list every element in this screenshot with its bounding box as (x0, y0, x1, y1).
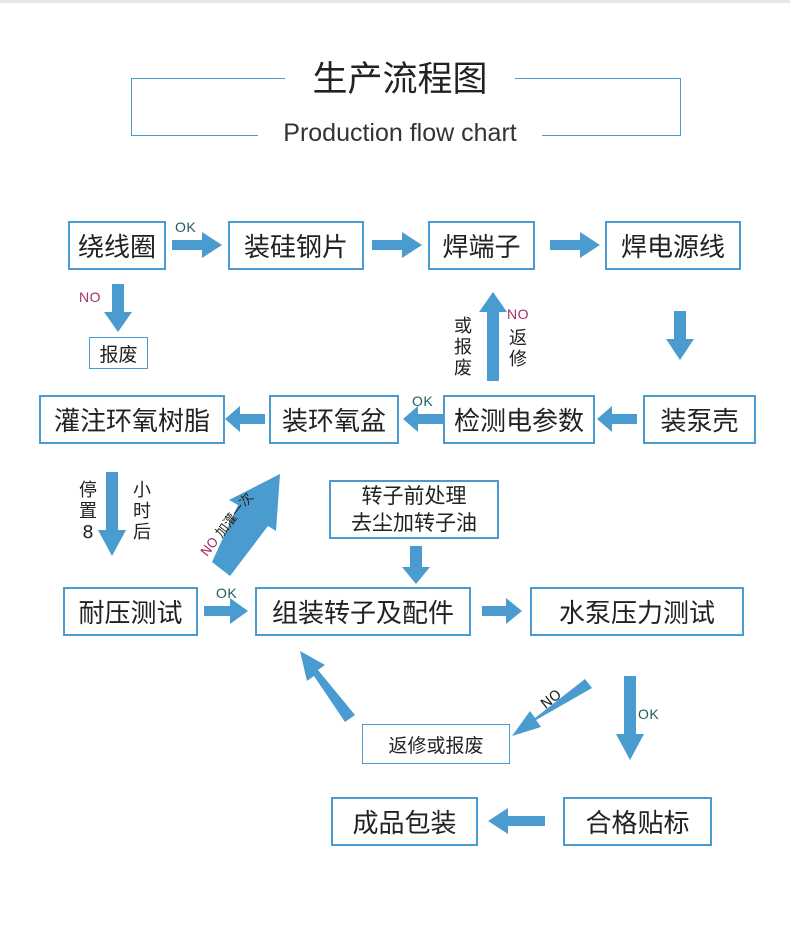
arrow-refill-to-ring-basin (212, 474, 280, 576)
label-standby-vertical: 停 置 8 (77, 480, 99, 543)
label-ok-pump: OK (638, 706, 660, 722)
node-detect-params: 检测电参数 (443, 395, 595, 444)
arrow-rework-to-assemble (300, 651, 355, 722)
arrow-pump-pressure-to-label (616, 676, 644, 760)
label-rework-vertical: 返 修 (507, 328, 529, 370)
arrow-coil-to-silicon (172, 232, 222, 258)
vchar: 时 (133, 501, 151, 522)
node-pressure-test: 耐压测试 (63, 587, 198, 636)
node-rotor-pretreat: 转子前处理 去尘加转子油 (329, 480, 499, 539)
vchar: 8 (82, 522, 94, 543)
arrow-assemble-to-pump-pressure (482, 598, 522, 624)
label-ok-pressure: OK (216, 585, 238, 601)
arrow-terminal-to-power-wire (550, 232, 600, 258)
node-pump-shell: 装泵壳 (643, 395, 756, 444)
rotor-pretreat-line1: 转子前处理 (361, 483, 467, 508)
vchar: 报 (454, 337, 472, 358)
node-ring-basin: 装环氧盆 (269, 395, 399, 444)
node-packing: 成品包装 (331, 797, 478, 846)
vchar: 修 (509, 349, 527, 370)
vchar: 停 (79, 480, 97, 501)
arrow-label-to-packing (488, 808, 545, 834)
node-qualified-label: 合格贴标 (563, 797, 712, 846)
arrow-pressure-test-to-assemble (204, 598, 248, 624)
top-rule (0, 0, 790, 3)
vchar: 置 (79, 501, 97, 522)
label-ok-detect: OK (412, 393, 434, 409)
arrow-pump-pressure-to-rework (512, 679, 592, 736)
node-rework-or-scrap: 返修或报废 (362, 724, 510, 764)
label-no-coil: NO (79, 289, 101, 305)
arrow-rotor-pre-to-assemble (402, 546, 430, 584)
vchar: 小 (133, 480, 151, 501)
node-scrap: 报废 (89, 337, 148, 369)
vchar: 废 (454, 358, 472, 379)
node-terminal: 焊端子 (428, 221, 535, 270)
node-epoxy: 灌注环氧树脂 (39, 395, 225, 444)
node-assemble-rotor: 组装转子及配件 (255, 587, 471, 636)
arrow-shell-to-detect (597, 406, 637, 432)
title-english: Production flow chart (258, 116, 542, 150)
vchar: 后 (133, 522, 151, 543)
arrow-silicon-to-terminal (372, 232, 422, 258)
label-hours-vertical: 小 时 后 (131, 480, 153, 543)
node-silicon-steel: 装硅钢片 (228, 221, 364, 270)
arrow-ring-basin-to-epoxy (225, 406, 265, 432)
rotor-pretreat-line2: 去尘加转子油 (351, 510, 477, 535)
node-power-wire: 焊电源线 (605, 221, 741, 270)
title-chinese: 生产流程图 (285, 55, 515, 105)
node-pump-pressure-test: 水泵压力测试 (530, 587, 744, 636)
arrow-detect-to-terminal (479, 292, 507, 381)
node-coil: 绕线圈 (68, 221, 166, 270)
arrow-coil-to-scrap (104, 284, 132, 332)
label-no-detect: NO (507, 306, 529, 322)
vchar: 或 (454, 316, 472, 337)
label-or-scrap-vertical: 或 报 废 (452, 316, 474, 379)
arrow-epoxy-to-pressure-test (98, 472, 126, 556)
vchar: 返 (509, 328, 527, 349)
arrow-detect-to-ring-basin (403, 406, 443, 432)
arrow-power-wire-to-shell (666, 311, 694, 360)
label-ok-coil: OK (175, 219, 197, 235)
